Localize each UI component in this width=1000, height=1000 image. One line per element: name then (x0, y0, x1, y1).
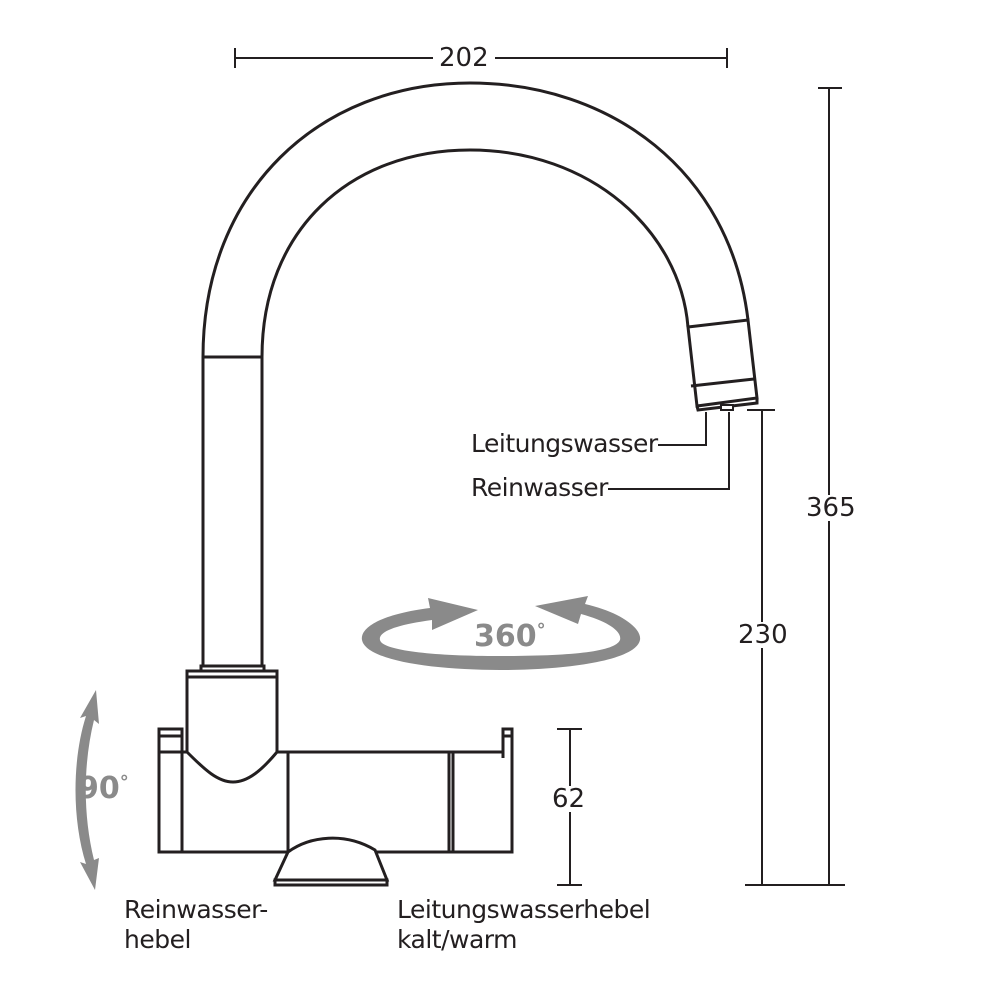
pure-water-outlet-label: Reinwasser (471, 473, 608, 503)
label-line: hebel (124, 925, 191, 954)
pure-water-lever (157, 727, 184, 854)
base-body (182, 727, 514, 854)
label-line: Reinwasser- (124, 895, 268, 924)
spout-inner-edge (260, 148, 690, 358)
degree-symbol: ° (119, 772, 129, 793)
degree-symbol: ° (536, 620, 546, 641)
stem-cap (185, 669, 279, 679)
rotation-360-label: 360° (474, 622, 546, 652)
tap-water-lever-label: Leitungswasserhebel kalt/warm (397, 895, 651, 955)
rotate-360-arrow-shape (361, 596, 641, 670)
spout-head (686, 318, 759, 408)
pure-water-lever-label: Reinwasser- hebel (124, 895, 268, 955)
tap-water-leader-line (652, 412, 707, 446)
rotation-90-label: 90° (78, 774, 129, 804)
spout-head-band (690, 377, 755, 388)
label-line: Leitungswasserhebel (397, 895, 651, 924)
rotate-90-arrow-shape (75, 690, 99, 890)
rotation-360-value: 360 (474, 619, 537, 654)
width-dimension: 202 (433, 45, 495, 71)
lever-stem (185, 677, 279, 784)
rotate-90-arrow-icon (75, 690, 99, 890)
spout-outer-edge (201, 81, 750, 358)
dimension-lines (234, 48, 845, 886)
rotation-90-value: 90 (78, 771, 120, 806)
pure-water-leader-line (606, 412, 730, 490)
tap-water-outlet-label: Leitungswasser (471, 429, 658, 459)
rotate-360-arrow-icon (361, 596, 641, 670)
tap-water-lever-base (273, 878, 389, 887)
tap-water-lever (272, 836, 390, 882)
base-height-dimension: 62 (546, 786, 592, 812)
outlet-nozzle (720, 404, 734, 411)
spout-height-dimension: 230 (732, 622, 794, 648)
label-line: kalt/warm (397, 925, 518, 954)
total-height-dimension: 365 (800, 495, 862, 521)
